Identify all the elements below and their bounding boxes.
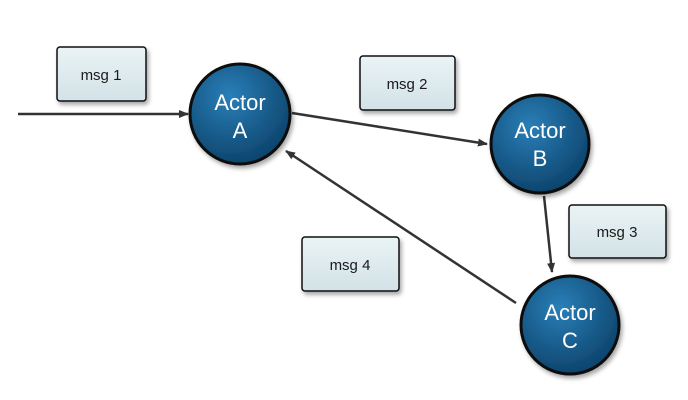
- arrow-msg3: [542, 195, 556, 273]
- actor-c-line2: C: [562, 328, 578, 353]
- message-label: msg 3: [597, 224, 638, 241]
- message-box-msg1: msg 1: [56, 46, 147, 102]
- actor-b-line2: B: [533, 146, 548, 171]
- actor-b-line1: Actor: [514, 118, 565, 143]
- arrow-msg2: [291, 111, 488, 147]
- message-label: msg 4: [330, 257, 371, 274]
- message-box-msg3: msg 3: [568, 204, 667, 259]
- actor-a-line1: Actor: [214, 90, 265, 115]
- actor-c: Actor C: [519, 274, 621, 376]
- actor-a-line2: A: [233, 118, 248, 143]
- arrow-msg4: [285, 149, 517, 305]
- message-label: msg 2: [387, 76, 428, 93]
- message-box-msg2: msg 2: [359, 55, 456, 111]
- message-box-msg4: msg 4: [301, 236, 400, 292]
- actor-b: Actor B: [489, 93, 591, 195]
- actor-c-line1: Actor: [544, 300, 595, 325]
- message-label: msg 1: [81, 67, 122, 84]
- actor-a: Actor A: [188, 62, 292, 166]
